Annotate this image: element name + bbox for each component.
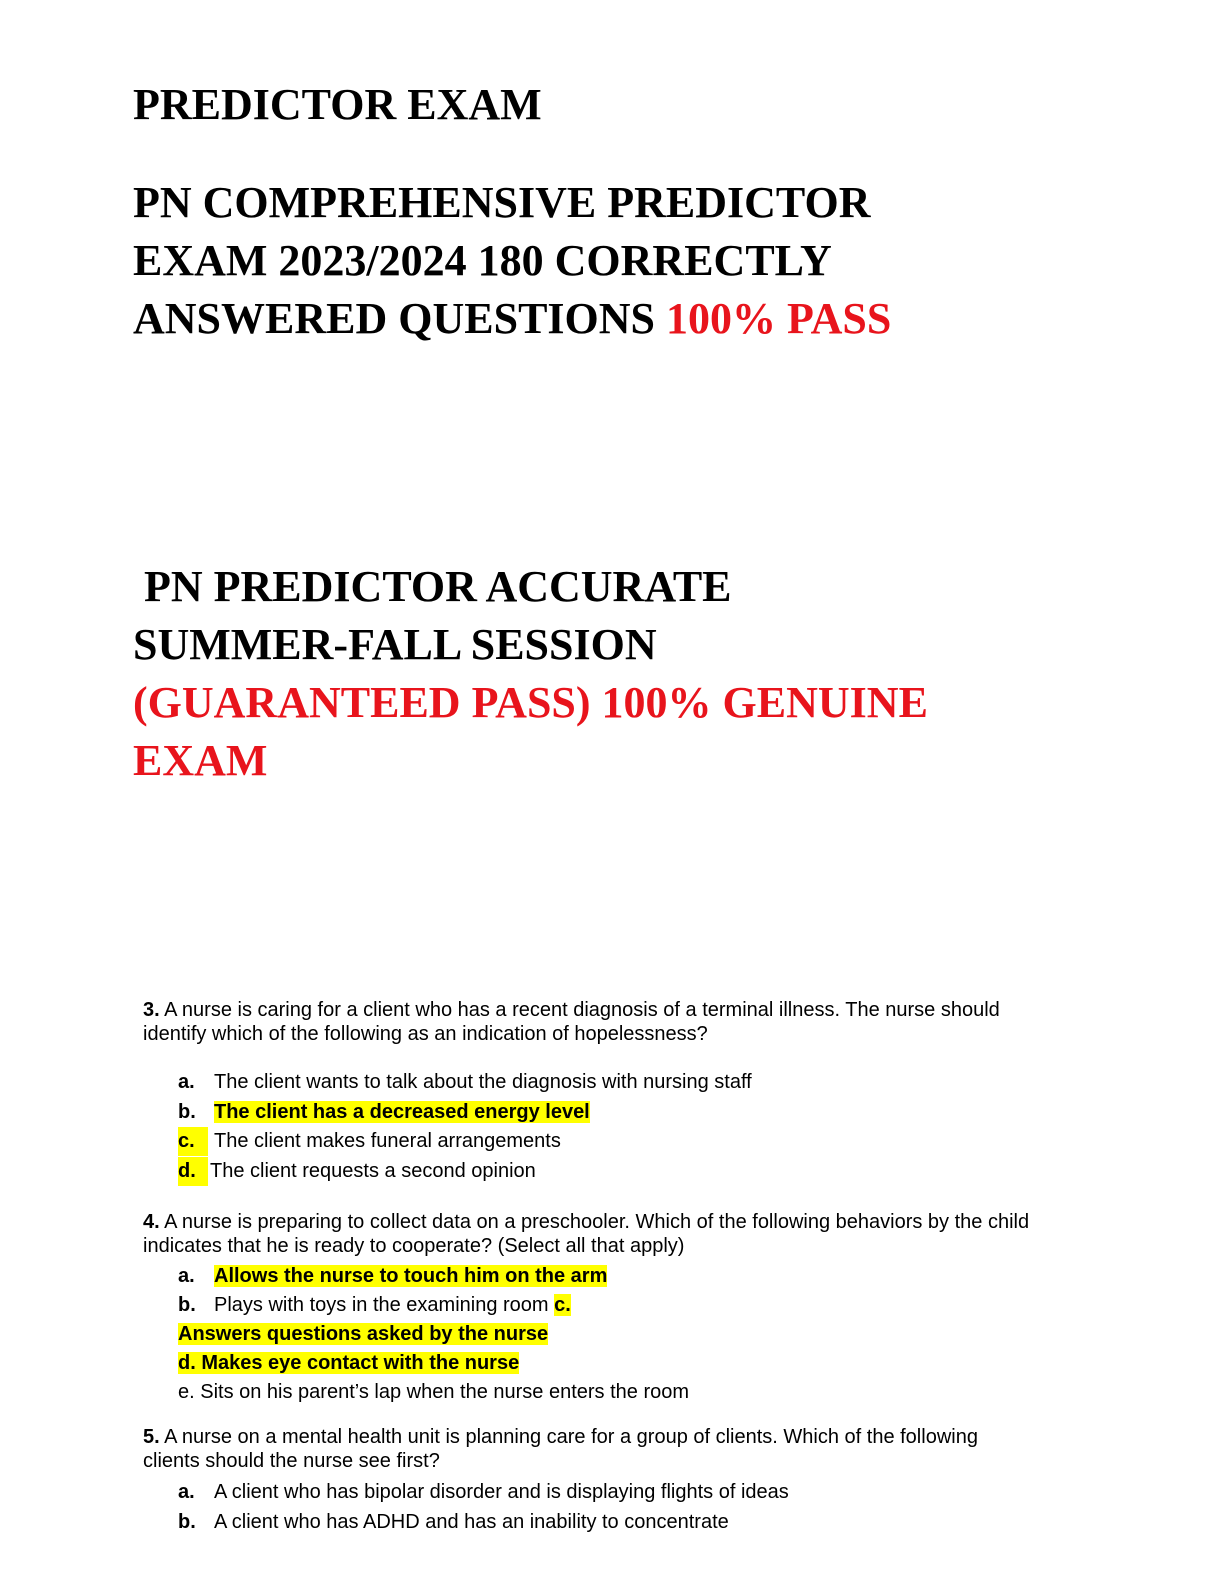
option-label: b. (178, 1511, 196, 1533)
option-text: A client who has bipolar disorder and is… (214, 1481, 789, 1503)
session-heading: PN PREDICTOR ACCURATE SUMMER-FALL SESSIO… (133, 558, 1133, 790)
pass-badge-text: 100% PASS (666, 294, 892, 343)
option-text-highlighted: Allows the nurse to touch him on the arm (214, 1265, 608, 1287)
option-text: The client makes funeral arrangements (214, 1130, 561, 1152)
option-label: a. (178, 1481, 195, 1503)
option-b: b.Plays with toys in the examining room … (178, 1291, 1063, 1320)
option-text-highlighted: d. Makes eye contact with the nurse (178, 1352, 520, 1374)
question-5-stem: 5. A nurse on a mental health unit is pl… (143, 1425, 1023, 1473)
option-label: b. (178, 1100, 196, 1123)
option-text: Plays with toys in the examining room (214, 1294, 555, 1316)
guarantee-text-exam: EXAM (133, 736, 268, 785)
option-text: A client who has ADHD and has an inabili… (214, 1511, 729, 1533)
option-e: e. Sits on his parent’s lap when the nur… (178, 1378, 1063, 1407)
question-number: 5. (143, 1426, 160, 1448)
exam-heading-line1: PN COMPREHENSIVE PREDICTOR (133, 178, 871, 227)
question-text: A nurse is caring for a client who has a… (143, 999, 1000, 1045)
option-label: b. (178, 1294, 196, 1316)
option-d-correct: d. Makes eye contact with the nurse (178, 1349, 1063, 1378)
question-3: 3. A nurse is caring for a client who ha… (143, 998, 1023, 1186)
option-c: c. The client makes funeral arrangements (178, 1127, 1023, 1157)
exam-heading: PN COMPREHENSIVE PREDICTOR EXAM 2023/202… (133, 174, 1133, 348)
session-heading-line2: SUMMER-FALL SESSION (133, 620, 657, 669)
exam-heading-line3: ANSWERED QUESTIONS (133, 294, 667, 343)
option-text-highlighted: The client has a decreased energy level (214, 1100, 590, 1123)
option-b: b. A client who has ADHD and has an inabi… (178, 1507, 1023, 1537)
option-a: a. The client wants to talk about the dia… (178, 1068, 1023, 1098)
option-label: a. (178, 1071, 195, 1093)
question-5: 5. A nurse on a mental health unit is pl… (143, 1425, 1023, 1537)
question-3-options: a. The client wants to talk about the dia… (178, 1068, 1023, 1186)
option-text-highlighted: Answers questions asked by the nurse (178, 1323, 549, 1345)
document-title: PREDICTOR EXAM (133, 80, 542, 129)
option-c-label-highlighted: c. (554, 1294, 571, 1316)
question-4-options: a. Allows the nurse to touch him on the a… (178, 1262, 1063, 1407)
guarantee-text: (GUARANTEED PASS) 100% GENUINE (133, 678, 928, 727)
option-b-correct: b. The client has a decreased energy leve… (178, 1098, 1023, 1128)
option-text: The client wants to talk about the diagn… (214, 1071, 752, 1093)
question-number: 3. (143, 999, 160, 1021)
exam-heading-line2: EXAM 2023/2024 180 CORRECTLY (133, 236, 832, 285)
option-label-highlighted: c. (178, 1127, 208, 1156)
question-text: A nurse is preparing to collect data on … (143, 1211, 1030, 1257)
option-d: d.The client requests a second opinion (178, 1156, 1023, 1187)
option-a-correct: a. Allows the nurse to touch him on the a… (178, 1262, 1063, 1291)
question-number: 4. (143, 1211, 160, 1233)
question-text: A nurse on a mental health unit is plann… (143, 1426, 978, 1472)
option-a: a. A client who has bipolar disorder and … (178, 1477, 1023, 1507)
question-3-stem: 3. A nurse is caring for a client who ha… (143, 998, 1023, 1046)
question-5-options: a. A client who has bipolar disorder and … (178, 1477, 1023, 1537)
question-4: 4. A nurse is preparing to collect data … (143, 1210, 1063, 1407)
option-text: e. Sits on his parent’s lap when the nur… (178, 1381, 690, 1403)
option-label: a. (178, 1265, 195, 1287)
option-label-highlighted: d. (178, 1156, 208, 1186)
question-4-stem: 4. A nurse is preparing to collect data … (143, 1210, 1063, 1258)
session-heading-line1: PN PREDICTOR ACCURATE (133, 562, 732, 611)
option-text: The client requests a second opinion (210, 1159, 536, 1182)
option-c-correct: Answers questions asked by the nurse (178, 1320, 1063, 1349)
